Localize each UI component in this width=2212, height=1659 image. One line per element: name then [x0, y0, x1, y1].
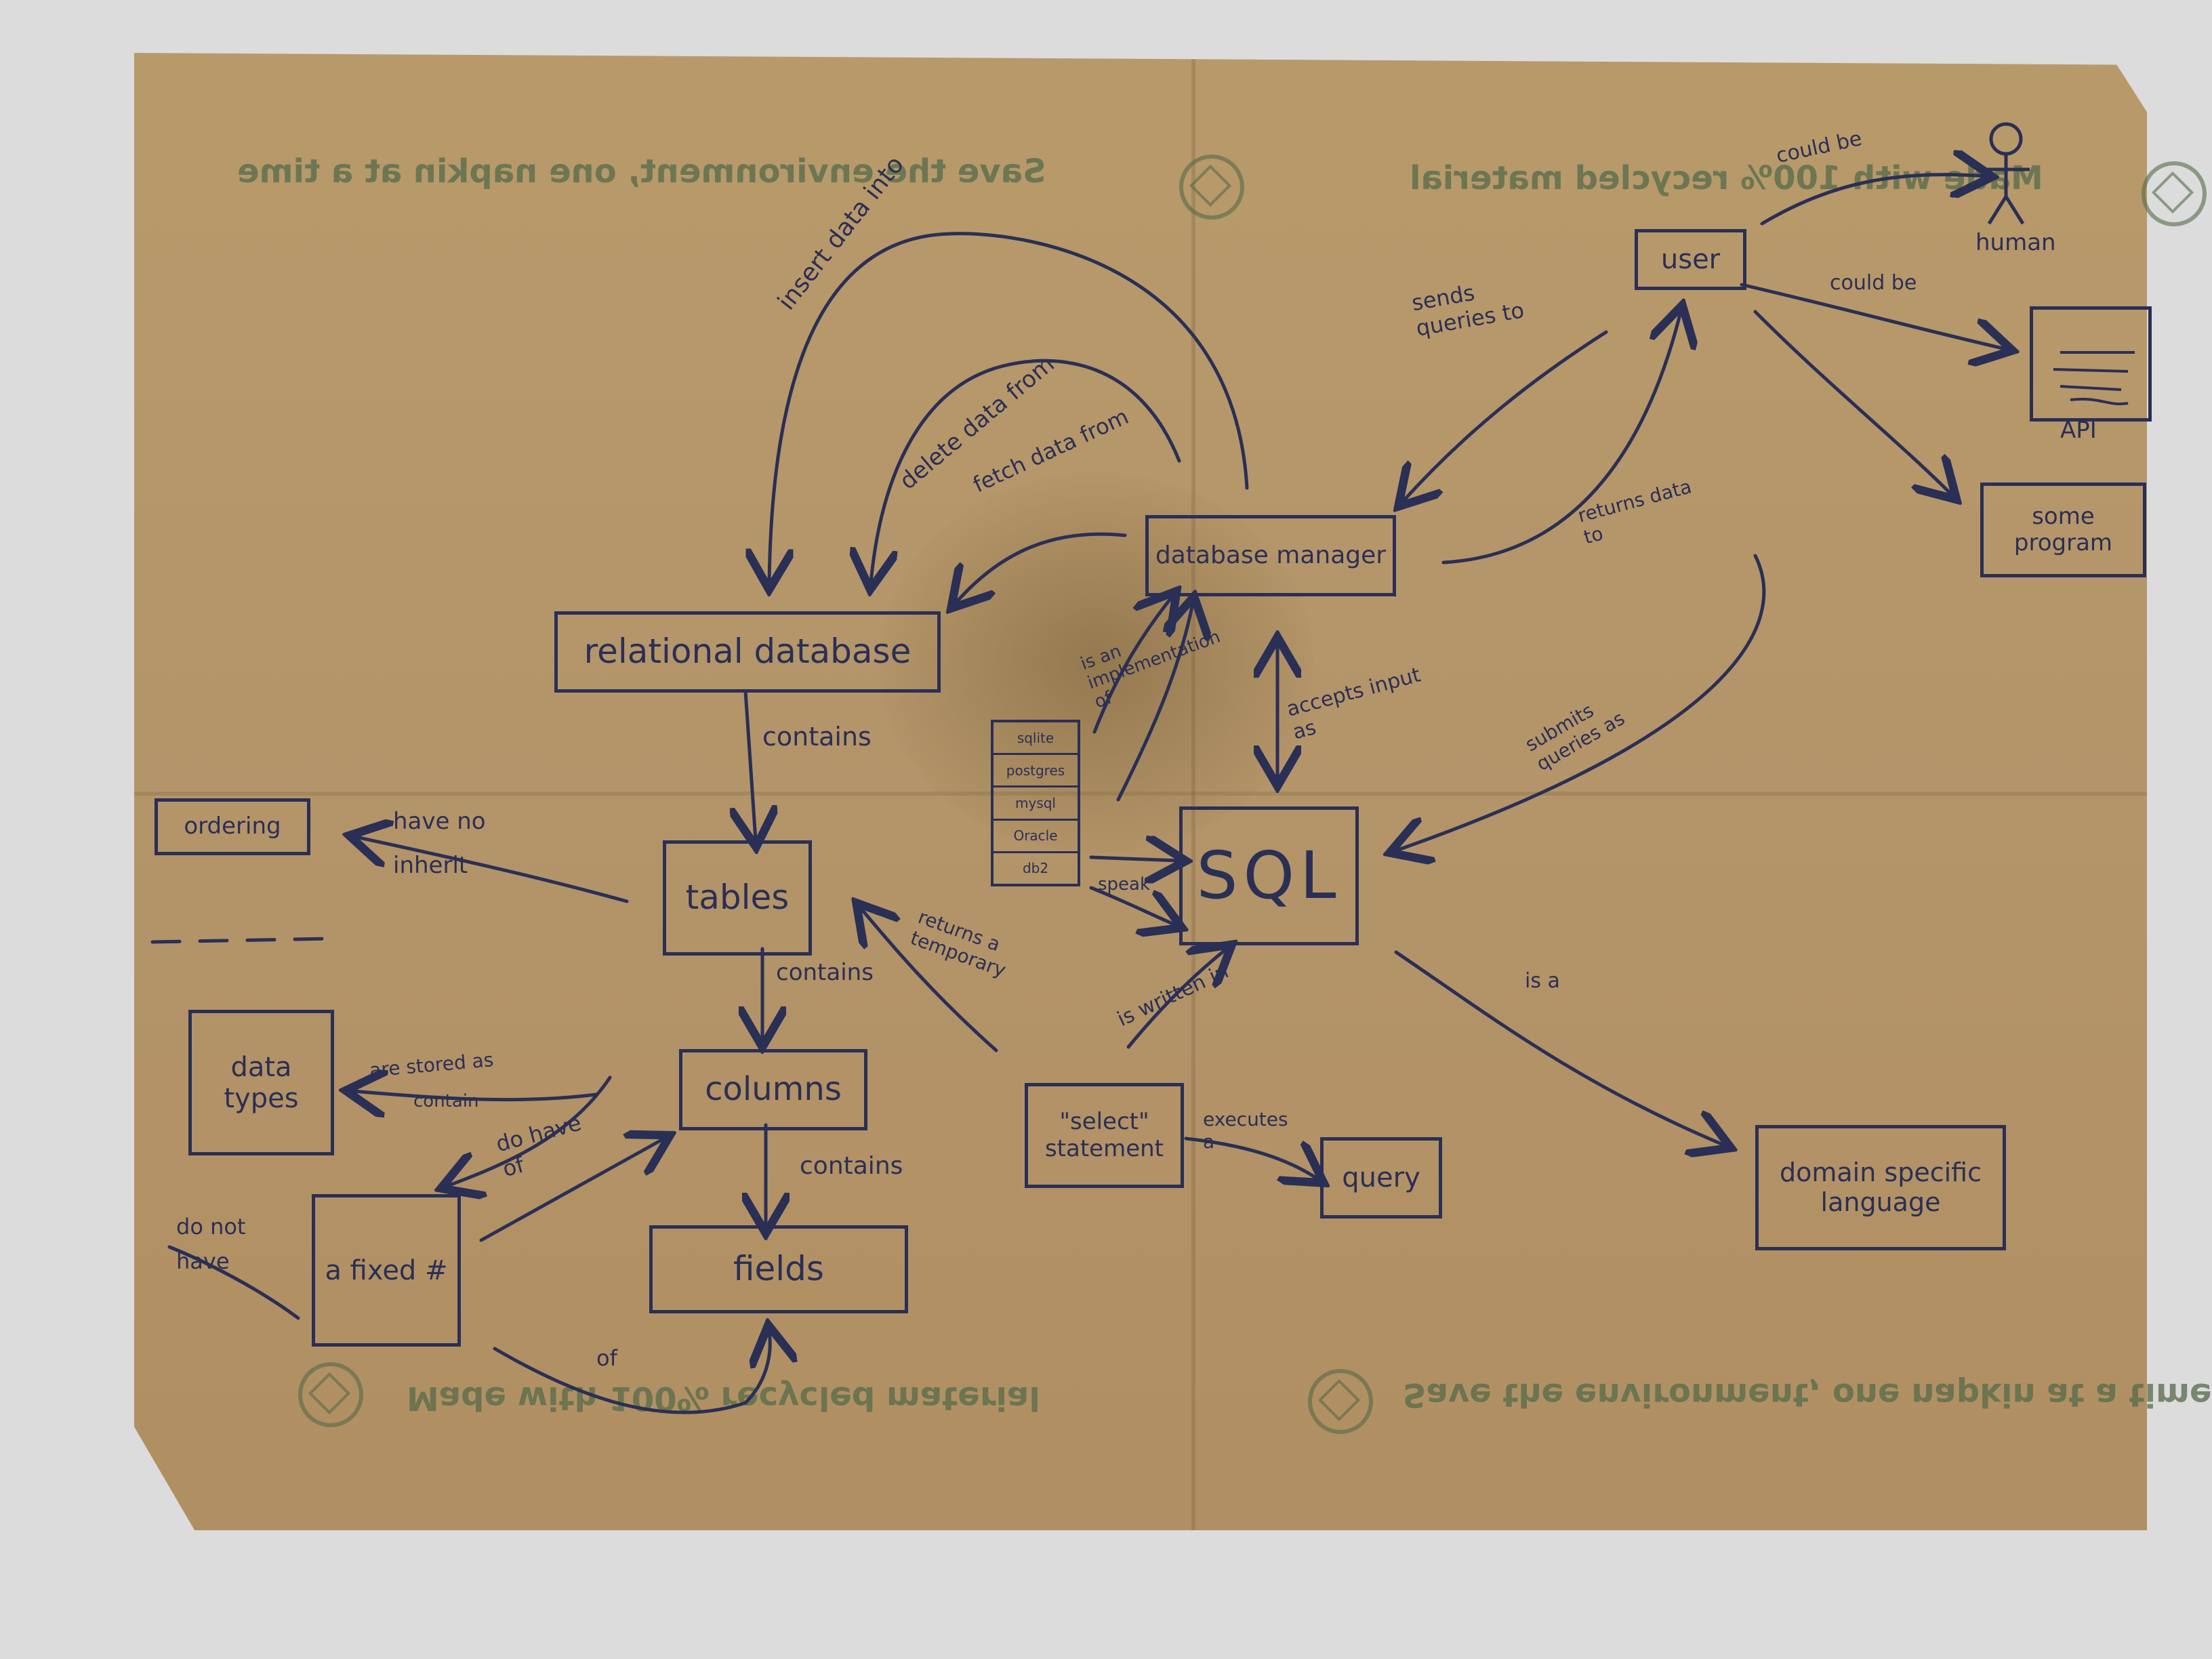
- napkin: [134, 53, 2147, 1530]
- edge-of-fields: [493, 1332, 770, 1414]
- fold-crease-vertical: [1191, 53, 1195, 1530]
- db-item-oracle: Oracle: [994, 821, 1078, 853]
- db-implementations-list: sqlite postgres mysql Oracle db2: [991, 720, 1080, 886]
- node-some-program: some program: [1980, 483, 2146, 577]
- fold-crease-horizontal: [134, 792, 2147, 796]
- node-human: human: [1975, 229, 2056, 256]
- node-domain-specific-language: domain specific language: [1755, 1125, 2006, 1250]
- node-columns: columns: [679, 1049, 867, 1130]
- edge-could-be-program: [1753, 310, 1952, 495]
- edge-returns-data-to: [1441, 312, 1681, 565]
- edge-insert-data-into: [769, 232, 1249, 583]
- node-api-label: API: [2060, 417, 2097, 444]
- edge-is-written-in: [1126, 949, 1227, 1049]
- node-user: user: [1635, 229, 1746, 290]
- api-document-icon: [2053, 351, 2135, 405]
- edge-speak: [1089, 857, 1179, 861]
- edge-submits-queries-as: [1396, 554, 1766, 851]
- edge-delete-data-from: [871, 359, 1181, 583]
- node-select-statement: "select" statement: [1025, 1083, 1184, 1188]
- edge-fetch-data-from: [956, 532, 1127, 603]
- label-do-not-have: do not have: [176, 1214, 246, 1275]
- edge-could-be-api: [1740, 283, 2006, 349]
- label-contains-tables-columns: contains: [776, 959, 874, 986]
- node-tables: tables: [663, 840, 812, 956]
- edge-impl-1: [1092, 596, 1172, 734]
- edge-have-no-inherit: [356, 837, 629, 903]
- coffee-stain: [880, 473, 1313, 853]
- node-query: query: [1320, 1137, 1442, 1218]
- db-item-sqlite: sqlite: [994, 722, 1078, 756]
- label-could-be-api: could be: [1830, 271, 1917, 295]
- edge-speak-2: [1089, 886, 1176, 925]
- edge-impl-2: [1116, 603, 1193, 802]
- node-fields: fields: [649, 1225, 908, 1313]
- recycle-logo-icon: [298, 1362, 363, 1427]
- node-relational-database: relational database: [554, 611, 941, 693]
- edge-is-a: [1394, 950, 1725, 1145]
- node-api: [2030, 306, 2152, 422]
- edge-fixed-to-datatypes: [447, 1076, 612, 1186]
- edge-do-have-of: [479, 1139, 664, 1242]
- label-contains-rdb-tables: contains: [762, 722, 872, 752]
- label-contain: contain: [413, 1091, 479, 1111]
- node-database-manager: database manager: [1145, 515, 1396, 596]
- label-executes-a: executes a: [1203, 1108, 1288, 1153]
- recycle-logo-icon: [1179, 155, 1244, 220]
- node-ordering: ordering: [155, 798, 310, 855]
- edge-sends-queries-to: [1403, 330, 1608, 501]
- node-sql: SQL: [1179, 806, 1359, 945]
- label-have-no-inherit: have no inherit: [393, 808, 486, 879]
- label-contains-columns-fields: contains: [800, 1152, 903, 1180]
- human-stick-figure-icon: [1982, 122, 2030, 225]
- db-item-postgres: postgres: [994, 755, 1078, 788]
- db-item-db2: db2: [1022, 860, 1049, 877]
- edge-contains-rdb-tables: [745, 689, 756, 840]
- label-speak: speak: [1098, 874, 1151, 895]
- label-of: of: [596, 1345, 617, 1371]
- recycle-logo-icon: [1308, 1369, 1373, 1434]
- recycle-logo-icon: [2142, 161, 2207, 226]
- divider-dash: [150, 937, 334, 944]
- edge-could-be-human: [1760, 175, 1986, 226]
- edge-returns-a-temporary: [861, 908, 998, 1052]
- edge-do-not-have: [167, 1245, 300, 1320]
- edge-are-stored-as: [352, 1091, 598, 1100]
- label-is-a: is a: [1525, 969, 1560, 993]
- node-data-types: data types: [188, 1010, 334, 1155]
- node-fixed-number: a fixed #: [312, 1194, 461, 1347]
- edge-executes-a: [1184, 1136, 1318, 1179]
- db-item-mysql: mysql: [994, 787, 1078, 821]
